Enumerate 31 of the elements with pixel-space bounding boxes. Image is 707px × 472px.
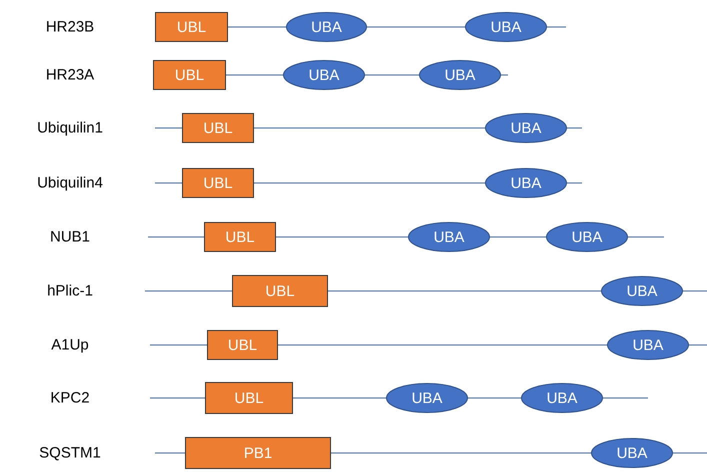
- domain-label: UBL: [203, 174, 233, 192]
- domain-label: UBL: [225, 228, 255, 246]
- domain-label: PB1: [244, 444, 272, 462]
- protein-name: hPlic-1: [47, 282, 93, 300]
- domain-label: UBL: [234, 390, 264, 406]
- domain-label: UBL: [228, 336, 258, 354]
- protein-name: KPC2: [50, 390, 90, 406]
- protein-name: SQSTM1: [39, 444, 101, 462]
- domain-label: UBL: [265, 282, 295, 300]
- protein-name: NUB1: [50, 228, 90, 246]
- domain-label: UBA: [510, 120, 542, 136]
- domain-label: UBA: [308, 66, 340, 84]
- domain-label: UBA: [632, 336, 664, 354]
- domain-label: UBA: [434, 228, 464, 246]
- domain-label: UBA: [412, 390, 442, 406]
- domain-label: UBA: [626, 282, 658, 300]
- domain-label: UBA: [572, 228, 602, 246]
- domain-label: UBA: [311, 18, 342, 36]
- protein-name: HR23A: [46, 66, 94, 84]
- protein-name: Ubiquilin1: [37, 120, 103, 136]
- domain-label: UBA: [616, 444, 648, 462]
- domain-label: UBL: [203, 120, 233, 136]
- domain-label: UBL: [176, 18, 206, 36]
- domain-label: UBA: [444, 66, 476, 84]
- protein-name: Ubiquilin4: [37, 174, 103, 192]
- domain-label: UBA: [546, 390, 578, 406]
- domain-label: UBA: [490, 18, 522, 36]
- protein-name: A1Up: [51, 336, 89, 354]
- protein-name: HR23B: [46, 18, 94, 36]
- domain-label: UBL: [174, 66, 204, 84]
- domain-label: UBA: [510, 174, 542, 192]
